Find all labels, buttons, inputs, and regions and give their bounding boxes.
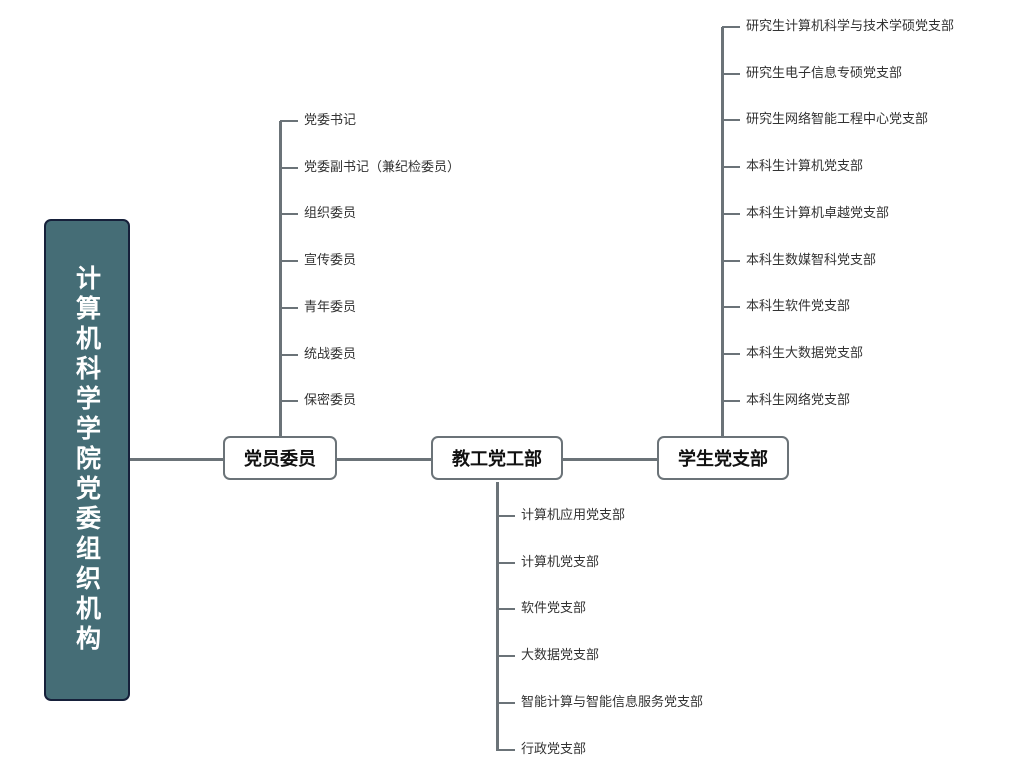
- leaf-item: 统战委员: [304, 346, 357, 362]
- branch-label: 教工党工部: [452, 449, 542, 470]
- branch-label: 党员委员: [244, 449, 316, 470]
- branch-node-student: 学生党支部: [657, 436, 789, 480]
- branch-connector: [721, 27, 724, 436]
- leaf-item: 组织委员: [304, 206, 357, 222]
- leaf-connector: [722, 399, 740, 402]
- leaf-connector: [280, 166, 298, 169]
- branch-node-party-committee: 党员委员: [223, 436, 337, 480]
- leaf-connector: [280, 120, 298, 122]
- leaf-item: 软件党支部: [521, 601, 587, 617]
- leaf-item: 智能计算与智能信息服务党支部: [521, 694, 704, 710]
- leaf-item: 党委书记: [304, 113, 357, 128]
- leaf-item: 党委副书记（兼纪检委员）: [304, 159, 461, 175]
- spine-connector: [128, 458, 658, 461]
- branch-connector: [279, 121, 282, 436]
- leaf-connector: [497, 561, 515, 564]
- leaf-item: 研究生网络智能工程中心党支部: [746, 112, 929, 128]
- branch-label: 学生党支部: [678, 449, 768, 470]
- leaf-connector: [722, 352, 740, 355]
- leaf-connector: [280, 353, 298, 356]
- leaf-item: 本科生计算机卓越党支部: [746, 205, 890, 221]
- root-node: 计算机科学学院党委组织机构: [44, 219, 130, 701]
- leaf-connector: [497, 515, 515, 517]
- leaf-connector: [497, 655, 515, 658]
- leaf-item: 本科生网络党支部: [746, 392, 851, 408]
- leaf-item: 本科生计算机党支部: [746, 159, 864, 175]
- leaf-item: 计算机应用党支部: [521, 508, 626, 523]
- leaf-connector: [280, 306, 298, 309]
- leaf-item: 大数据党支部: [521, 648, 600, 664]
- leaf-connector: [497, 701, 515, 704]
- leaf-connector: [497, 608, 515, 611]
- leaf-item: 研究生计算机科学与技术学硕党支部: [746, 19, 955, 34]
- leaf-item: 本科生数媒智科党支部: [746, 252, 877, 268]
- leaf-connector: [497, 748, 515, 751]
- leaf-connector: [280, 400, 298, 403]
- leaf-connector: [280, 213, 298, 216]
- leaf-item: 本科生大数据党支部: [746, 345, 864, 361]
- leaf-item: 计算机党支部: [521, 554, 600, 570]
- root-title: 计算机科学学院党委组织机构: [72, 265, 102, 655]
- leaf-connector: [722, 306, 740, 309]
- leaf-item: 保密委员: [304, 393, 357, 409]
- leaf-connector: [722, 166, 740, 169]
- leaf-connector: [722, 26, 740, 28]
- leaf-item: 行政党支部: [521, 741, 587, 757]
- leaf-connector: [722, 72, 740, 75]
- leaf-item: 研究生电子信息专硕党支部: [746, 65, 903, 81]
- branch-connector: [496, 482, 499, 751]
- leaf-item: 青年委员: [304, 299, 357, 315]
- leaf-connector: [280, 260, 298, 263]
- leaf-connector: [722, 119, 740, 122]
- leaf-item: 本科生软件党支部: [746, 299, 851, 315]
- branch-node-faculty: 教工党工部: [431, 436, 563, 480]
- leaf-connector: [722, 212, 740, 215]
- leaf-connector: [722, 259, 740, 262]
- leaf-item: 宣传委员: [304, 253, 357, 269]
